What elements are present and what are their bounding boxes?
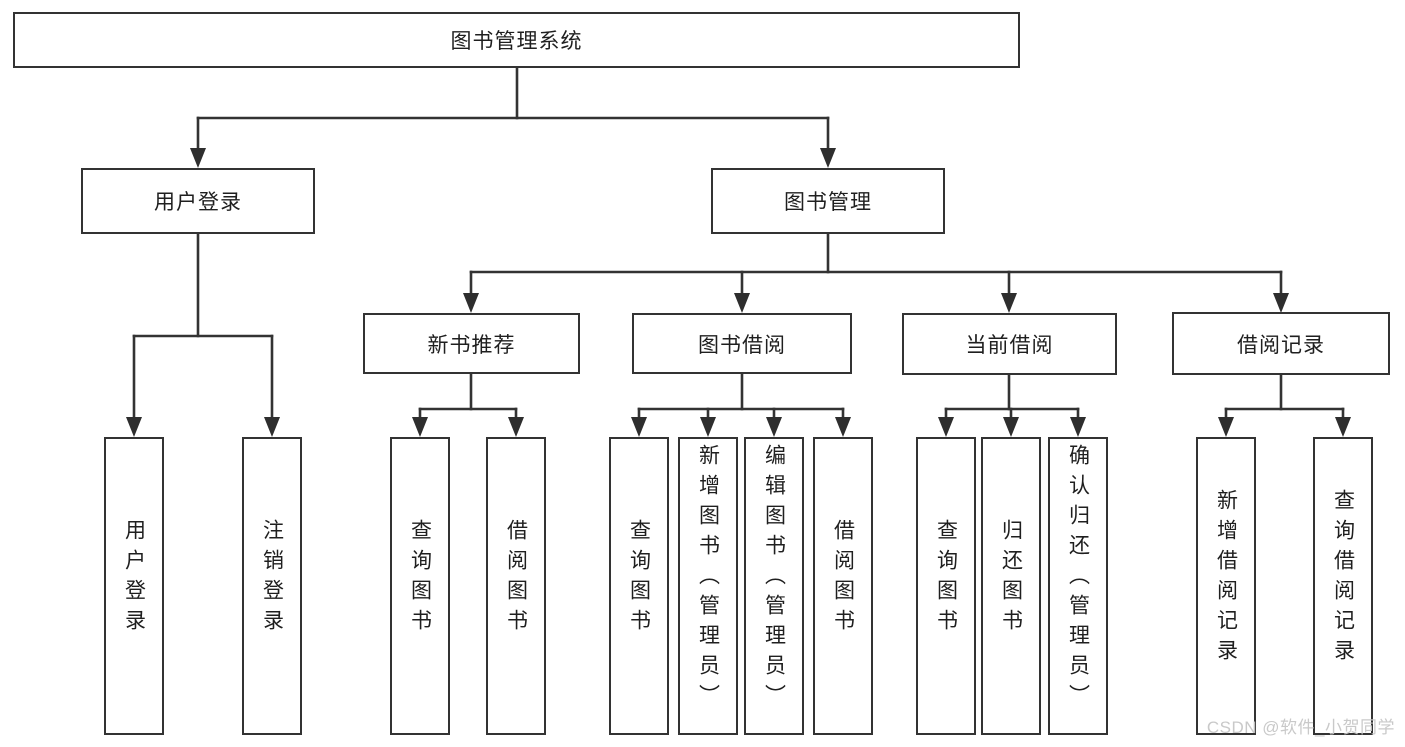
node-label: 新增借阅记录 [1214, 489, 1238, 669]
node-label: 编辑图书（管理员） [762, 444, 786, 714]
node-borrow-records: 借阅记录 [1172, 312, 1390, 375]
node-label: 注销登录 [260, 519, 284, 639]
leaf-borrow-query-books: 查询图书 [609, 437, 669, 735]
leaf-current-query-books: 查询图书 [916, 437, 976, 735]
leaf-user-login: 用户登录 [104, 437, 164, 735]
node-root: 图书管理系统 [13, 12, 1020, 68]
leaf-records-query-record: 查询借阅记录 [1313, 437, 1373, 735]
node-label: 图书借阅 [698, 333, 786, 357]
leaf-newbook-query-books: 查询图书 [390, 437, 450, 735]
node-label: 借阅图书 [504, 519, 528, 639]
node-label: 新增图书（管理员） [696, 444, 720, 714]
node-current-borrow: 当前借阅 [902, 313, 1117, 375]
node-book-borrow: 图书借阅 [632, 313, 852, 374]
node-label: 查询借阅记录 [1331, 489, 1355, 669]
node-label: 借阅记录 [1237, 333, 1325, 357]
node-label: 新书推荐 [427, 333, 516, 357]
node-label: 用户登录 [122, 519, 146, 639]
leaf-logout: 注销登录 [242, 437, 302, 735]
leaf-borrow-borrow-books: 借阅图书 [813, 437, 873, 735]
node-label: 图书管理 [784, 191, 872, 214]
leaf-borrow-edit-books-admin: 编辑图书（管理员） [744, 437, 804, 735]
node-label: 归还图书 [999, 519, 1023, 639]
csdn-watermark: CSDN @软件_小贺同学 [1206, 718, 1395, 737]
node-new-book-recommend: 新书推荐 [363, 313, 580, 374]
leaf-newbook-borrow-books: 借阅图书 [486, 437, 546, 735]
leaf-current-confirm-return-admin: 确认归还（管理员） [1048, 437, 1108, 735]
node-label: 当前借阅 [965, 334, 1054, 357]
node-book-management: 图书管理 [711, 168, 945, 234]
leaf-records-add-record: 新增借阅记录 [1196, 437, 1256, 735]
node-user-login: 用户登录 [81, 168, 315, 234]
node-label: 确认归还（管理员） [1066, 444, 1090, 714]
leaf-borrow-add-books-admin: 新增图书（管理员） [678, 437, 738, 735]
leaf-current-return-books: 归还图书 [981, 437, 1041, 735]
node-label: 借阅图书 [831, 519, 855, 639]
node-label: 查询图书 [934, 519, 958, 639]
node-label: 查询图书 [408, 519, 432, 639]
node-label: 查询图书 [627, 519, 651, 639]
node-label: 图书管理系统 [450, 30, 583, 53]
node-label: 用户登录 [154, 191, 242, 214]
